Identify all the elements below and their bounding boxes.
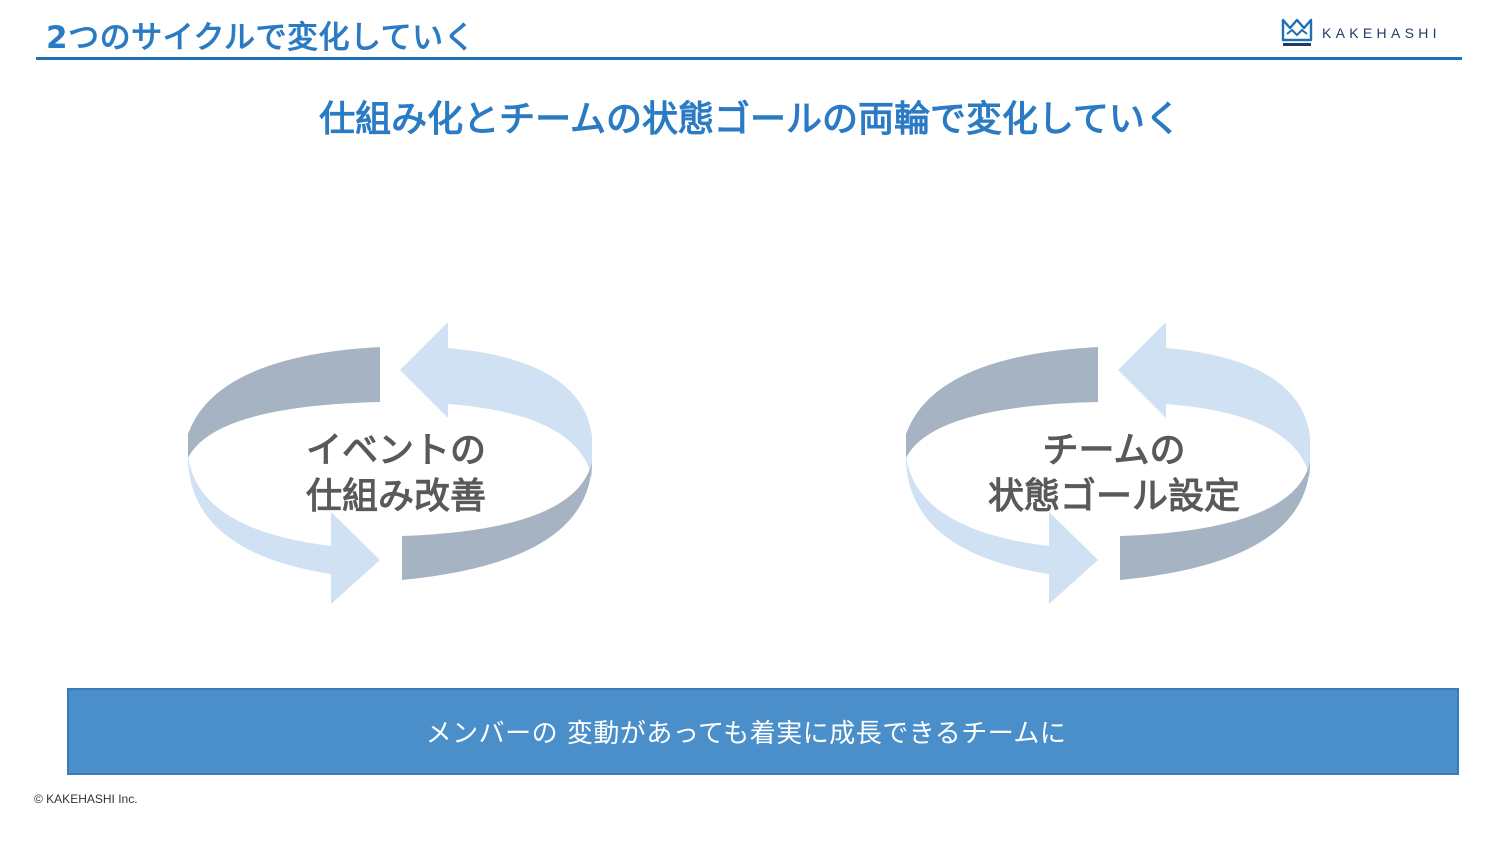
cycle-label: イベントの 仕組み改善 bbox=[186, 428, 606, 520]
cycle-label-line2: 状態ゴール設定 bbox=[987, 476, 1240, 517]
goal-banner-text: メンバーの 変動があっても着実に成長できるチームに bbox=[425, 719, 1067, 749]
kakehashi-logo: KAKEHASHI bbox=[1280, 16, 1441, 50]
goal-banner: メンバーの 変動があっても着実に成長できるチームに bbox=[67, 688, 1459, 775]
logo-text: KAKEHASHI bbox=[1322, 25, 1441, 41]
cycle-arrows-icon bbox=[188, 322, 592, 604]
cycle-label-line1: イベントの bbox=[305, 430, 486, 471]
cycle-label: チームの 状態ゴール設定 bbox=[904, 428, 1324, 520]
cycle-team-goal: チームの 状態ゴール設定 bbox=[904, 322, 1324, 622]
copyright: © KAKEHASHI Inc. bbox=[34, 792, 138, 806]
cycle-event-mechanism: イベントの 仕組み改善 bbox=[186, 322, 606, 622]
title-divider bbox=[36, 57, 1462, 60]
cycle-label-line2: 仕組み改善 bbox=[305, 476, 486, 517]
subtitle: 仕組み化とチームの状態ゴールの両輪で変化していく bbox=[319, 99, 1181, 140]
cycle-arrows-icon bbox=[906, 322, 1310, 604]
slide-title: 2つのサイクルで変化していく bbox=[46, 20, 476, 56]
kakehashi-logo-icon bbox=[1281, 18, 1313, 46]
cycle-label-line1: チームの bbox=[1042, 430, 1186, 471]
